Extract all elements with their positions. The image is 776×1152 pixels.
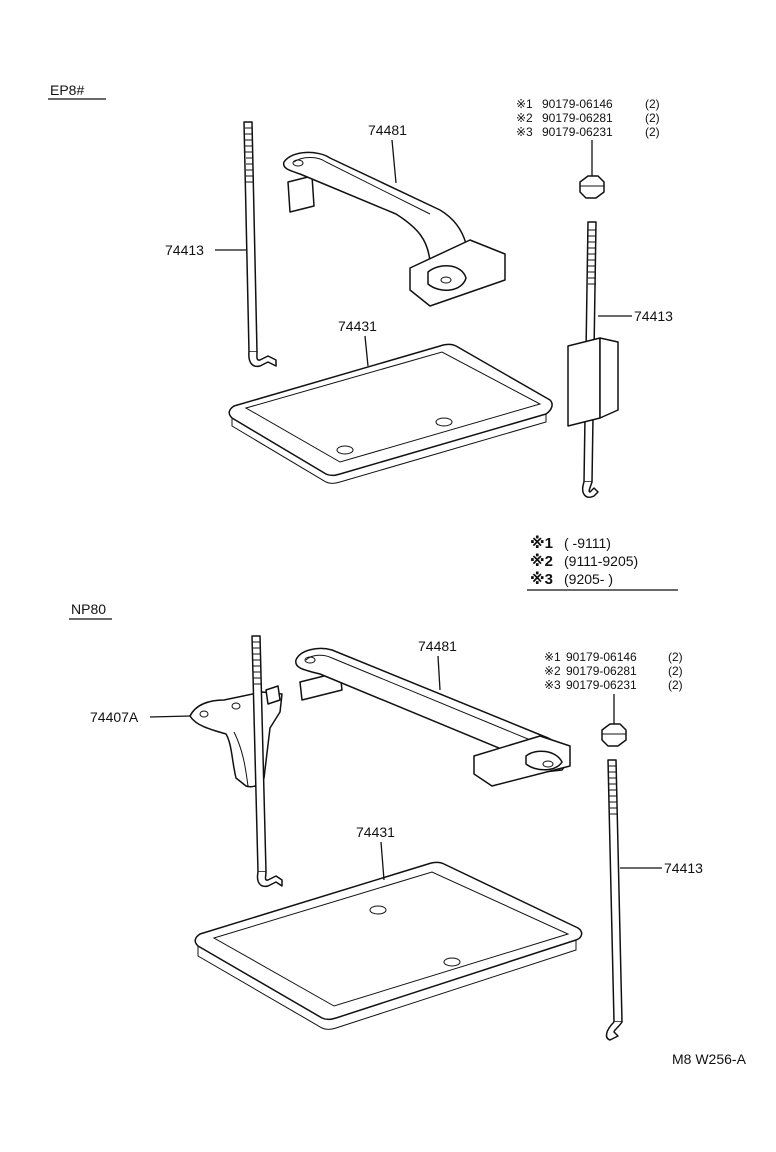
nut-table-top-qty-2: (2) [645,111,660,125]
label-top-74481: 74481 [368,122,407,138]
battery-tray-top [228,343,553,484]
hold-down-bolt-bottom-right [605,759,623,1041]
nut-table-top-part-1: 90179-06146 [542,97,613,111]
battery-clamp-bottom [295,647,571,787]
nut-table-top-mark-3: ※3 [516,125,533,139]
battery-clamp-top [282,151,506,307]
legend-mark-2: ※2 [530,552,553,570]
nut-table-bottom-part-1: 90179-06146 [566,650,637,664]
leader-bottom-74481 [437,655,441,691]
leader-top-74431 [364,335,369,367]
nut-table-bottom-part-3: 90179-06231 [566,678,637,692]
nut-table-bottom-mark-3: ※3 [544,678,561,692]
nut-table-top-qty-1: (2) [645,97,660,111]
model-label-bottom: NP80 [71,601,106,617]
bracket-bottom [189,685,283,788]
figure-code: M8 W256-A [672,1051,747,1067]
nut-table-bottom: ※1 90179-06146 (2) ※2 90179-06281 (2) ※3… [544,650,683,692]
label-top-74413-left: 74413 [165,242,204,258]
nut-table-top: ※1 90179-06146 (2) ※2 90179-06281 (2) ※3… [516,97,660,139]
leader-top-74481 [391,139,397,184]
nut-table-bottom-qty-3: (2) [668,678,683,692]
nut-table-bottom-mark-1: ※1 [544,650,561,664]
nut-bottom [601,723,627,747]
label-top-74413-right: 74413 [634,308,673,324]
hold-down-bolt-top-left [243,121,277,368]
production-date-legend: ※1 ( -9111) ※2 (9111-9205) ※3 (9205- ) [527,534,678,591]
nut-table-top-part-2: 90179-06281 [542,111,613,125]
nut-table-top-qty-3: (2) [645,125,660,139]
legend-range-2: (9111-9205) [564,553,638,569]
legend-mark-1: ※1 [530,534,553,552]
nut-table-top-mark-1: ※1 [516,97,533,111]
model-label-top: EP8# [50,82,84,98]
section-bottom: NP80 74407A 74481 [69,601,703,1041]
nut-table-bottom-qty-1: (2) [668,650,683,664]
label-bottom-74431: 74431 [356,824,395,840]
legend-range-1: ( -9111) [564,535,611,551]
nut-table-bottom-mark-2: ※2 [544,664,561,678]
nut-table-bottom-part-2: 90179-06281 [566,664,637,678]
hold-down-bolt-top-right [567,221,619,498]
battery-tray-bottom [194,861,583,1030]
label-top-74431: 74431 [338,318,377,334]
leader-bottom-74431 [380,841,385,881]
label-bottom-74481: 74481 [418,638,457,654]
label-bottom-74407A: 74407A [90,709,139,725]
nut-table-top-part-3: 90179-06231 [542,125,613,139]
hold-down-bolt-bottom-left [251,635,283,888]
legend-range-3: (9205- ) [564,571,613,587]
label-bottom-74413: 74413 [664,860,703,876]
nut-top [579,175,605,199]
nut-table-bottom-qty-2: (2) [668,664,683,678]
legend-mark-3: ※3 [530,570,553,588]
nut-table-top-mark-2: ※2 [516,111,533,125]
section-top: EP8# 74413 74481 744 [48,82,673,498]
leader-bottom-74407A [149,715,191,718]
